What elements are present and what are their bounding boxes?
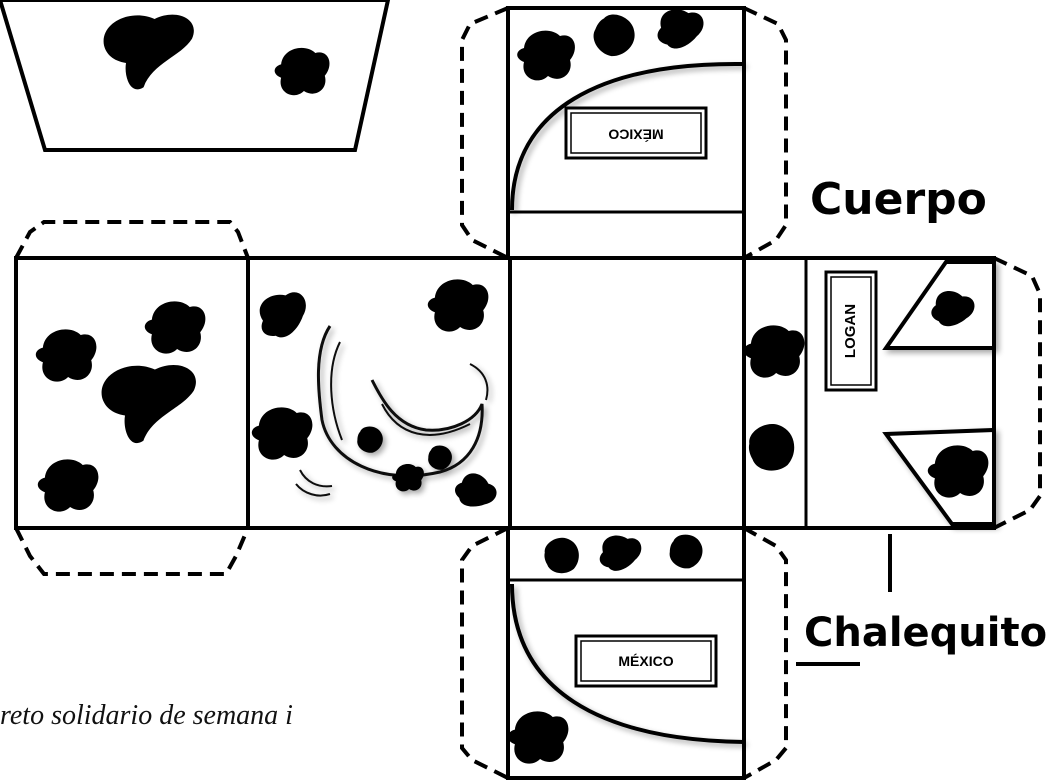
chicken-drawing-icon [295,325,489,497]
back-face-panel [251,279,502,517]
chalequito-label: Chalequito [804,610,1047,656]
bottom-face-panel: MÉXICO [460,526,788,780]
left-glue-tab [14,220,250,259]
logan-stamp: LOGAN [824,270,878,392]
head-trapezoid-panel [0,0,391,152]
cuerpo-label: Cuerpo [810,174,987,225]
mexico-stamp-top: MÉXICO [564,106,708,160]
mexico-stamp-bottom: MÉXICO [574,634,718,688]
caption-text: reto solidario de semana i [0,700,293,731]
left-bottom-glue-tab [14,527,250,576]
top-face-panel: MÉXICO [460,6,788,260]
logan-label: LOGAN [842,304,859,358]
right-face-panel: LOGAN [824,260,996,526]
mexico-label-bottom: MÉXICO [618,653,673,669]
mexico-label-top: MÉXICO [608,126,663,142]
